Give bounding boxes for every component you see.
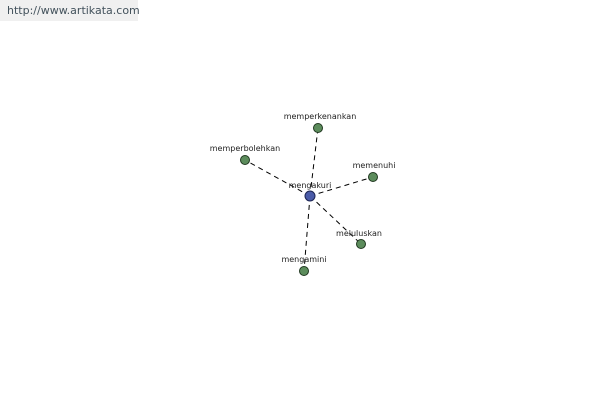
node-memenuhi[interactable] [368,172,378,182]
node-label-memperkenankan[interactable]: memperkenankan [284,112,357,121]
node-label-memenuhi[interactable]: memenuhi [353,161,396,170]
node-label-memperbolehkan[interactable]: memperbolehkan [210,144,280,153]
node-meluluskan[interactable] [356,239,366,249]
graph-edges [244,127,374,272]
node-memperbolehkan[interactable] [240,155,250,165]
node-mengamini[interactable] [299,266,309,276]
graph-labels: memperkenankan memperbolehkan memenuhi melu… [210,112,396,264]
edge-memperkenankan [309,127,319,197]
site-url-link[interactable]: http://www.artikata.com [0,0,140,21]
edge-memperbolehkan [244,159,311,197]
center-node-label[interactable]: mengakuri [289,181,332,190]
node-label-meluluskan[interactable]: meluluskan [336,229,382,238]
center-node[interactable] [304,190,316,202]
edge-meluluskan [309,195,362,245]
graph-nodes [240,123,378,276]
edge-mengamini [303,195,311,272]
node-label-mengamini[interactable]: mengamini [281,255,326,264]
node-memperkenankan[interactable] [313,123,323,133]
edge-memenuhi [309,176,374,197]
